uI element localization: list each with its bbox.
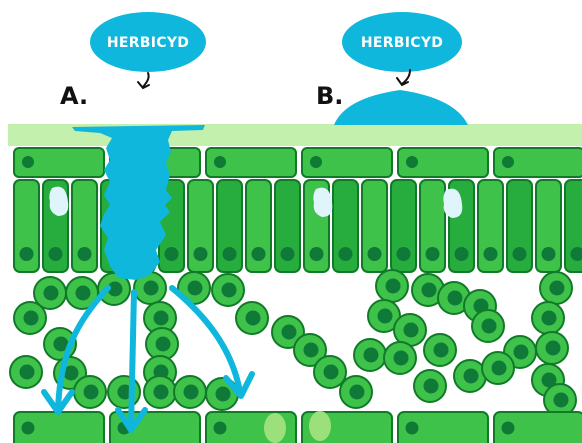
nucleus xyxy=(482,319,497,334)
arrow-down-icon xyxy=(138,73,149,88)
nucleus xyxy=(514,345,529,360)
nucleus xyxy=(386,279,401,294)
nucleus xyxy=(194,247,208,261)
nucleus xyxy=(216,387,231,402)
nucleus xyxy=(20,247,34,261)
upper-epidermis xyxy=(14,148,582,177)
nucleus xyxy=(339,247,353,261)
nucleus xyxy=(154,311,169,326)
nucleus xyxy=(542,247,556,261)
nucleus xyxy=(484,247,498,261)
nucleus xyxy=(76,286,91,301)
herbicide-droplet xyxy=(334,90,468,125)
nucleus xyxy=(49,247,63,261)
nucleus xyxy=(513,247,527,261)
nucleus xyxy=(397,247,411,261)
nucleus xyxy=(184,385,199,400)
nucleus xyxy=(464,369,479,384)
palisade-layer xyxy=(14,180,582,272)
nucleus xyxy=(550,281,565,296)
nucleus xyxy=(546,341,561,356)
nucleus xyxy=(368,247,382,261)
nucleus xyxy=(222,283,237,298)
nucleus xyxy=(455,247,469,261)
nucleus xyxy=(44,286,59,301)
nucleus xyxy=(406,422,419,435)
nucleus xyxy=(492,361,507,376)
nucleus xyxy=(364,348,379,363)
nucleus xyxy=(252,247,266,261)
bubble-label-b: HERBICYD xyxy=(361,35,443,51)
nucleus xyxy=(22,156,34,168)
nucleus xyxy=(156,337,171,352)
panel-label-b: B. xyxy=(316,82,343,110)
nucleus xyxy=(214,156,226,168)
nucleus xyxy=(350,385,365,400)
nucleus xyxy=(282,325,297,340)
panel-label-a: A. xyxy=(60,82,88,110)
arrow-down-icon xyxy=(397,70,410,85)
nucleus xyxy=(502,156,514,168)
bubble-label-a: HERBICYD xyxy=(107,35,189,51)
nucleus xyxy=(214,422,227,435)
nucleus xyxy=(310,247,324,261)
nucleus xyxy=(310,156,322,168)
nucleus xyxy=(422,283,437,298)
nucleus xyxy=(434,343,449,358)
nucleus xyxy=(246,311,261,326)
nucleus xyxy=(154,385,169,400)
nucleus xyxy=(304,343,319,358)
nucleus xyxy=(424,379,439,394)
nucleus xyxy=(448,291,463,306)
nucleus xyxy=(502,422,515,435)
nucleus xyxy=(378,309,393,324)
nucleus xyxy=(542,311,557,326)
nucleus xyxy=(20,365,35,380)
nucleus xyxy=(426,247,440,261)
nucleus xyxy=(406,156,418,168)
nucleus xyxy=(554,393,569,408)
nucleus xyxy=(394,351,409,366)
nucleus xyxy=(281,247,295,261)
nucleus xyxy=(78,247,92,261)
nucleus xyxy=(24,311,39,326)
lower-epidermis xyxy=(14,411,582,443)
nucleus xyxy=(324,365,339,380)
nucleus xyxy=(404,323,419,338)
spongy-mesophyll xyxy=(10,270,576,416)
nucleus xyxy=(22,422,35,435)
nucleus xyxy=(165,247,179,261)
nucleus xyxy=(144,281,159,296)
diffusion-arrow-center xyxy=(131,292,134,428)
nucleus xyxy=(223,247,237,261)
nucleus xyxy=(188,281,203,296)
nucleus xyxy=(84,385,99,400)
guard-cell xyxy=(264,413,286,443)
guard-cell xyxy=(309,411,331,441)
panel-b: HERBICYD B. xyxy=(316,12,468,125)
